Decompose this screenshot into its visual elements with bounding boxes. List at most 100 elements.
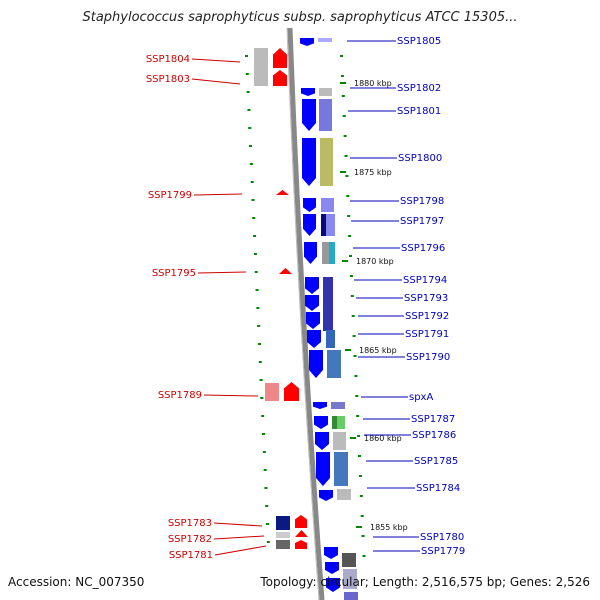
forward-gene-label: SSP1797 [400, 216, 444, 227]
tick-label: 1855 kbp [370, 523, 408, 532]
tick-mark [340, 171, 346, 173]
right-guide-dot [351, 315, 355, 317]
reverse-gene-label: SSP1799 [148, 190, 192, 201]
forward-gene-arrow [303, 198, 316, 212]
left-guide-dot [255, 289, 259, 291]
right-guide-dot [354, 375, 358, 377]
forward-gene-arrow [305, 277, 319, 294]
leader-line [191, 58, 241, 63]
right-guide-dot [352, 335, 356, 337]
left-guide-dot [263, 469, 267, 471]
left-feature-shade [276, 516, 290, 530]
left-feature-shade [276, 532, 290, 538]
tick-mark [345, 349, 351, 351]
forward-gene-arrow [306, 312, 320, 329]
right-feature-shade [343, 569, 357, 589]
right-guide-dot [345, 175, 349, 177]
left-guide-dot [261, 415, 265, 417]
right-guide-dot [349, 275, 353, 277]
forward-gene-arrow [301, 88, 315, 96]
forward-gene-arrow [302, 138, 316, 186]
forward-gene-label: SSP1801 [397, 106, 441, 117]
right-feature-shade [329, 242, 335, 264]
left-guide-dot [252, 217, 256, 219]
forward-gene-label: SSP1798 [400, 196, 444, 207]
right-feature-shade [337, 416, 345, 429]
right-guide-dot [362, 555, 366, 557]
leader-line [213, 522, 263, 527]
forward-gene-label: SSP1790 [406, 352, 450, 363]
forward-gene-label: SSP1780 [420, 532, 464, 543]
left-guide-dot [249, 163, 253, 165]
forward-gene-label: SSP1785 [414, 456, 458, 467]
right-guide-dot [343, 135, 347, 137]
reverse-gene-label: SSP1795 [152, 268, 196, 279]
tick-label: 1875 kbp [354, 168, 392, 177]
forward-gene-arrow [324, 547, 338, 559]
right-feature-shade [332, 416, 337, 429]
left-guide-dot [264, 487, 268, 489]
left-guide-dot [265, 505, 269, 507]
right-guide-dot [358, 455, 361, 457]
map-title: Staphylococcus saprophyticus subsp. sapr… [82, 10, 518, 25]
right-guide-dot [347, 215, 351, 217]
left-guide-dot [266, 541, 270, 543]
left-guide-dot [245, 73, 249, 75]
left-feature-shade [254, 48, 268, 86]
right-feature-shade [344, 592, 358, 600]
forward-gene-arrow [315, 432, 329, 450]
forward-gene-arrow [309, 350, 323, 378]
reverse-gene-label: SSP1804 [146, 54, 190, 65]
reverse-gene-arrow [284, 382, 299, 401]
right-guide-dot [359, 495, 363, 497]
reverse-gene-arrow [276, 190, 289, 195]
right-feature-shade [333, 432, 346, 450]
right-feature-shade [318, 38, 332, 42]
forward-gene-arrow [304, 242, 317, 264]
accession-text: Accession: NC_007350 [8, 575, 145, 589]
left-guide-dot [256, 307, 260, 309]
right-feature-shade [320, 138, 333, 186]
right-guide-dot [356, 415, 360, 417]
reverse-gene-label: SSP1781 [169, 550, 213, 561]
reverse-gene-label: SSP1789 [158, 390, 202, 401]
reverse-gene-arrow [273, 70, 287, 86]
right-feature-shade [319, 99, 332, 131]
leader-line [214, 545, 267, 556]
left-guide-dot [253, 253, 257, 255]
right-feature-shade [327, 350, 341, 378]
left-guide-dot [254, 271, 258, 273]
tick-mark [356, 526, 362, 528]
right-guide-dot [357, 435, 361, 437]
right-feature-shade [322, 242, 329, 264]
gene-labels: SSP1804SSP1803SSP1799SSP1795SSP1789SSP17… [146, 36, 465, 561]
leader-line [213, 535, 265, 540]
left-guide-dot [257, 325, 261, 327]
forward-gene-arrow [313, 402, 327, 409]
topology-text: Topology: circular; Length: 2,516,575 bp… [260, 575, 590, 589]
reverse-gene-arrow [295, 515, 307, 528]
right-feature-shade [326, 330, 335, 348]
gene-features [254, 38, 358, 600]
right-guide-dot [355, 395, 359, 397]
forward-gene-arrow [319, 490, 333, 501]
right-feature-shade [321, 198, 334, 212]
left-guide-dot [248, 127, 252, 129]
forward-gene-arrow [303, 214, 316, 236]
forward-gene-label: SSP1779 [421, 546, 465, 557]
left-guide-dot [253, 235, 257, 237]
leader-line [197, 271, 247, 274]
backbone-highlight [286, 27, 320, 600]
right-guide-dot [348, 235, 352, 237]
right-feature-shade [323, 277, 333, 331]
forward-gene-label: SSP1784 [416, 483, 460, 494]
left-guide-dot [246, 91, 250, 93]
leader-line [191, 78, 241, 85]
left-guide-dot [262, 433, 266, 435]
reverse-gene-arrow [295, 540, 307, 549]
right-feature-shade [331, 402, 345, 409]
right-guide-dot [360, 515, 364, 517]
forward-gene-label: SSP1796 [401, 243, 445, 254]
